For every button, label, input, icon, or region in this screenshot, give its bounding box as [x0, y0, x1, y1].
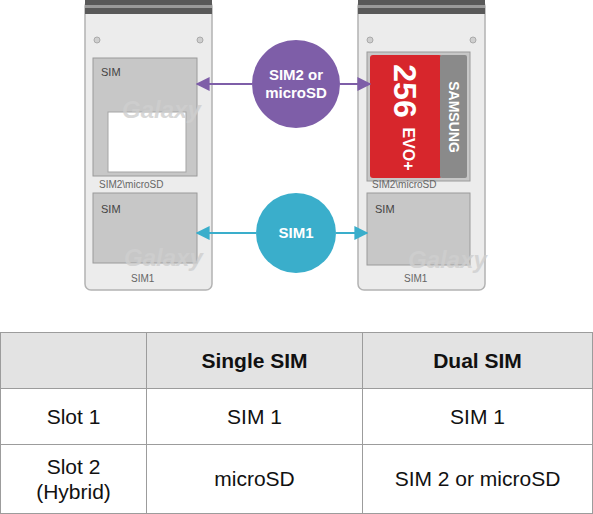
tray-hole	[470, 37, 476, 43]
table-cell: SIM 1	[147, 389, 362, 444]
table-cell: SIM 2 or microSD	[363, 445, 592, 513]
tray-cap-edge	[85, 5, 212, 8]
microsd-card: 256EVO+ SAMSUNG	[370, 55, 467, 178]
table-text: microSD	[214, 466, 295, 491]
card-print: SAMSUNG	[445, 81, 460, 153]
card-print: EVO+	[399, 127, 417, 170]
slot-arrow	[197, 232, 256, 234]
slot-label: SIM	[101, 203, 121, 215]
slot-arrow	[336, 232, 367, 234]
table-cell: Slot 2 (Hybrid)	[1, 445, 146, 513]
slot-callout-circle: SIM1	[256, 193, 336, 273]
slot-table: Single SIM Dual SIM Slot 1 SIM 1 SIM 1 Slot 2…	[0, 332, 593, 514]
tray-body	[85, 0, 212, 290]
slot-label: SIM	[375, 203, 395, 215]
microsd-card-label	[370, 55, 442, 178]
tray-cap	[85, 0, 212, 14]
tray-hole	[197, 37, 203, 43]
table-text: SIM 1	[450, 404, 505, 429]
table-header: Single SIM	[201, 348, 307, 373]
table-text: Slot 2 (Hybrid)	[29, 454, 119, 504]
table-cell: Dual SIM	[363, 333, 592, 388]
tray-engraving: SIM2\microSD	[99, 179, 163, 190]
tray-hole	[367, 37, 373, 43]
table-cell: Slot 1	[1, 389, 146, 444]
tray-engraving: SIM2\microSD	[372, 179, 436, 190]
slot-label: SIM	[101, 66, 121, 78]
table-text: SIM 2 or microSD	[395, 466, 561, 491]
table-cell	[1, 333, 146, 388]
sd-slot	[367, 52, 470, 181]
tray-cap-edge	[358, 5, 485, 8]
callout-text: SIM1	[263, 224, 329, 242]
tray-cap	[358, 0, 485, 14]
watermark: Galaxy	[124, 244, 203, 272]
card-print: 256	[386, 64, 421, 117]
table-header: Dual SIM	[433, 348, 522, 373]
slot-arrow	[340, 83, 370, 85]
watermark: Galaxy	[122, 96, 201, 124]
microsd-card-band	[440, 55, 467, 178]
callout-text: SIM2 or microSD	[263, 66, 329, 102]
table-cell: SIM 1	[363, 389, 592, 444]
tray-engraving: SIM1	[404, 273, 427, 284]
tray-hole	[94, 37, 100, 43]
table-cell: Single SIM	[147, 333, 362, 388]
slot-arrow	[197, 83, 252, 85]
watermark: Galaxy	[408, 246, 487, 274]
table-text: Slot 1	[47, 404, 101, 429]
tray-engraving: SIM1	[131, 273, 154, 284]
table-cell: microSD	[147, 445, 362, 513]
table-text: SIM 1	[227, 404, 282, 429]
slot-callout-circle: SIM2 or microSD	[252, 40, 340, 128]
